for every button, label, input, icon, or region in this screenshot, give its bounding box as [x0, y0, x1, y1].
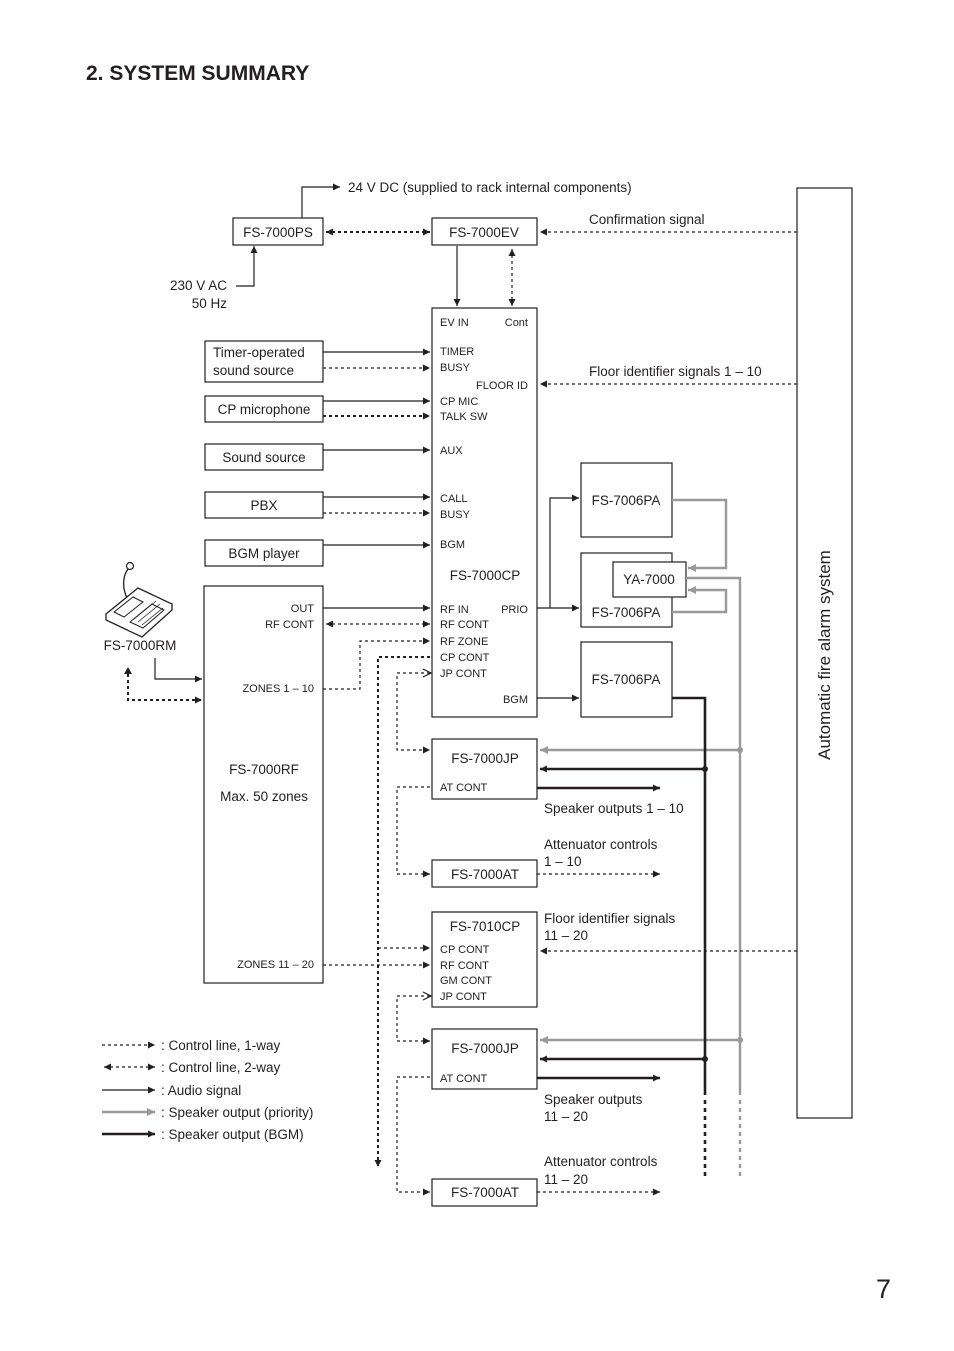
speaker-outputs-1-10-label: Speaker outputs 1 – 10 [544, 801, 684, 816]
timer-source-line2: sound source [213, 363, 294, 378]
rf-port-zones-11-20: ZONES 11 – 20 [237, 959, 314, 971]
port-busy-2: BUSY [440, 509, 471, 521]
fs-7006pa-label-3: FS-7006PA [592, 672, 661, 687]
port-floor-id: FLOOR ID [476, 380, 528, 392]
attenuator-2-line1: Attenuator controls [544, 1154, 658, 1169]
fs-7000rf-unit: OUT RF CONT ZONES 1 – 10 FS-7000RF Max. … [203, 585, 324, 984]
fs-7000rf-capacity: Max. 50 zones [220, 789, 308, 804]
floor-signals-1-10-label: Floor identifier signals 1 – 10 [589, 364, 762, 379]
port-rf-cont: RF CONT [440, 619, 489, 631]
port-ev-in: EV IN [440, 317, 469, 329]
power-section: 24 V DC (supplied to rack internal compo… [170, 180, 797, 311]
legend-label-bgm: : Speaker output (BGM) [161, 1127, 304, 1142]
port-talk-sw: TALK SW [440, 411, 488, 423]
rf-port-out: OUT [291, 603, 315, 615]
fs-7000rf-label: FS-7000RF [229, 762, 299, 777]
speaker-outputs-2-line1: Speaker outputs [544, 1092, 643, 1107]
floor-signals-2-line2: 11 – 20 [544, 928, 588, 943]
fs-7000at-label-2: FS-7000AT [451, 1185, 519, 1200]
fs-7000jp-label-1: FS-7000JP [451, 751, 519, 766]
sound-source-label: Sound source [222, 450, 305, 465]
fs-7000cp-label: FS-7000CP [450, 568, 521, 583]
c10-port-gm-cont: GM CONT [440, 975, 492, 987]
zone-group-1-10: FS-7000JP AT CONT Speaker outputs 1 – 10… [396, 738, 684, 888]
fs-7010cp-label: FS-7010CP [450, 919, 521, 934]
legend-label-control-2way: : Control line, 2-way [161, 1060, 281, 1075]
port-rf-zone: RF ZONE [440, 636, 488, 648]
port-bgm-in: BGM [440, 539, 465, 551]
timer-source-block [204, 340, 324, 383]
cp-microphone-block [204, 395, 324, 423]
bgm-player-block [204, 539, 324, 567]
remote-microphone-icon [104, 561, 174, 638]
rf-port-zones-1-10: ZONES 1 – 10 [242, 683, 314, 695]
attenuator-1-line1: Attenuator controls [544, 837, 658, 852]
ya-7000-label: YA-7000 [623, 572, 675, 587]
port-prio: PRIO [501, 604, 528, 616]
fs-7006pa-label-2: FS-7006PA [592, 605, 661, 620]
fs-7000cp-block [431, 307, 538, 718]
fs-7006pa-block-3 [580, 641, 673, 718]
ac-line1-label: 230 V AC [170, 278, 227, 293]
fs-7000rf-block [203, 585, 324, 984]
legend-label-control-1way: : Control line, 1-way [161, 1038, 281, 1053]
input-sources: Timer-operated sound source CP microphon… [204, 340, 430, 567]
jp2-port-at-cont: AT CONT [440, 1073, 488, 1085]
fs-7010cp-unit: FS-7010CP CP CONT RF CONT GM CONT JP CON… [431, 911, 676, 1008]
fs-7000jp-label-2: FS-7000JP [451, 1041, 519, 1056]
ac-line2-label: 50 Hz [192, 296, 228, 311]
fs-7000at-block-1 [431, 859, 538, 888]
timer-source-line1: Timer-operated [213, 345, 305, 360]
port-call: CALL [440, 493, 468, 505]
legend-label-audio: : Audio signal [161, 1083, 241, 1098]
cp-microphone-label: CP microphone [218, 402, 311, 417]
port-jp-cont: JP CONT [440, 668, 487, 680]
page-number: 7 [876, 1274, 892, 1304]
port-timer: TIMER [440, 346, 474, 358]
fire-alarm-system-label: Automatic fire alarm system [815, 550, 834, 760]
pbx-block [204, 491, 324, 519]
section-heading: 2. SYSTEM SUMMARY [86, 62, 310, 85]
c10-port-jp-cont: JP CONT [440, 991, 487, 1003]
port-cp-mic: CP MIC [440, 396, 478, 408]
fs-7000rm-label: FS-7000RM [104, 638, 177, 653]
bgm-player-label: BGM player [228, 546, 300, 561]
port-aux: AUX [440, 445, 463, 457]
fs-7006pa-label-1: FS-7006PA [592, 493, 661, 508]
power-note-label: 24 V DC (supplied to rack internal compo… [348, 180, 632, 195]
zone-group-11-20: FS-7000JP AT CONT Speaker outputs 11 – 2… [396, 1028, 660, 1207]
attenuator-1-line2: 1 – 10 [544, 854, 582, 869]
pbx-label: PBX [250, 498, 277, 513]
sound-source-block [204, 443, 324, 471]
fs-7000ps-label: FS-7000PS [243, 225, 313, 240]
ya-7000-block [612, 561, 687, 598]
fire-alarm-system-block [796, 187, 853, 1119]
fs-7000ev-block [431, 217, 538, 246]
legend: : Control line, 1-way : Control line, 2-… [102, 1038, 313, 1142]
speaker-outputs-2-line2: 11 – 20 [544, 1109, 588, 1124]
port-rf-in: RF IN [440, 604, 469, 616]
fs-7000ps-block [232, 217, 324, 246]
port-bgm-out: BGM [503, 694, 528, 706]
fs-7000at-label-1: FS-7000AT [451, 867, 519, 882]
attenuator-2-line2: 11 – 20 [544, 1172, 588, 1187]
floor-signals-2-line1: Floor identifier signals [544, 911, 676, 926]
port-cont: Cont [505, 317, 528, 329]
fs-7010cp-block [431, 911, 538, 1008]
amplifier-section: FS-7006PA FS-7006PA FS-7006PA YA-7000 [580, 462, 687, 718]
c10-port-cp-cont: CP CONT [440, 944, 490, 956]
jp1-port-at-cont: AT CONT [440, 782, 488, 794]
legend-label-priority: : Speaker output (priority) [161, 1105, 313, 1120]
rf-port-rf-cont: RF CONT [265, 619, 314, 631]
port-cp-cont: CP CONT [440, 652, 490, 664]
fs-7000jp-block-1 [431, 738, 538, 800]
c10-port-rf-cont: RF CONT [440, 960, 489, 972]
fs-7000jp-block-2 [431, 1028, 538, 1090]
fs-7000ev-label: FS-7000EV [449, 225, 519, 240]
port-busy-1: BUSY [440, 362, 471, 374]
fs-7000cp-unit: EV IN Cont TIMER BUSY FLOOR ID CP MIC TA… [431, 307, 538, 718]
confirmation-signal-label: Confirmation signal [589, 212, 705, 227]
